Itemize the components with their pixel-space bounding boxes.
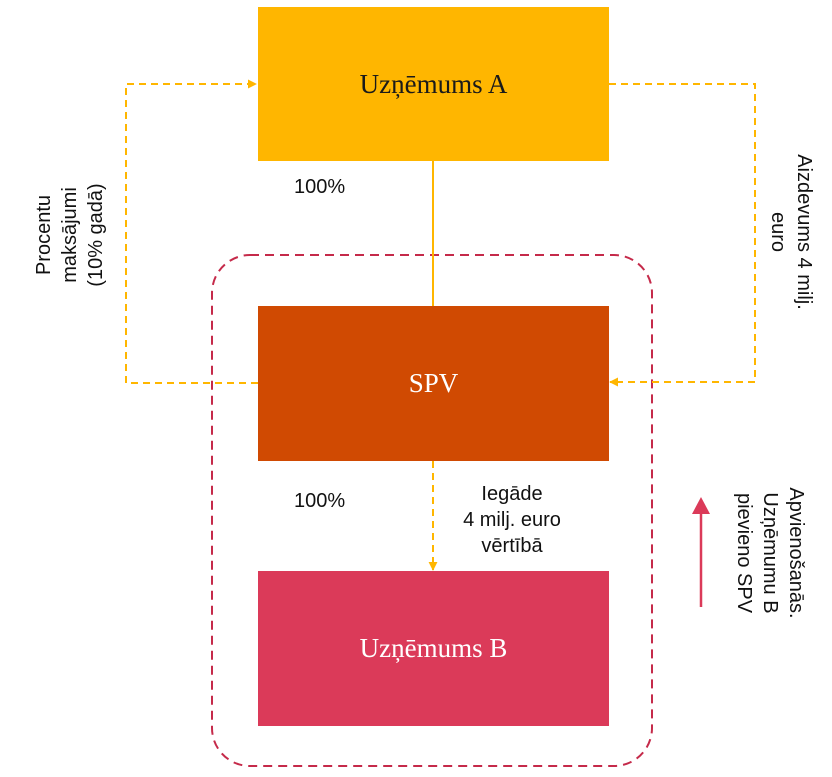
spv-box: SPV xyxy=(258,306,609,461)
interest-line-1: Procentu xyxy=(33,194,55,276)
acquisition-line-3: vērtībā xyxy=(481,535,543,557)
merger-line-2: Uzņēmumu B xyxy=(759,492,781,614)
interest-payment-arrow xyxy=(125,79,258,384)
spv-label: SPV xyxy=(408,368,459,398)
interest-label: Procentu maksājumi (10% gadā) xyxy=(31,160,109,310)
company-b-label: Uzņēmums B xyxy=(359,633,508,663)
ownership-top-label: 100% xyxy=(294,176,346,198)
loan-label: Aizdevums 4 milj. euro xyxy=(765,147,817,317)
merger-label: Apvienošanās. Uzņēmumu B pievieno SPV xyxy=(731,478,809,628)
interest-line-2: maksājumi xyxy=(59,187,81,283)
acquisition-label: Iegāde 4 milj. euro vērtībā xyxy=(452,481,572,559)
merger-line-3: pievieno SPV xyxy=(733,492,755,614)
ownership-bottom-label: 100% xyxy=(294,490,346,512)
loan-line-1: Aizdevums 4 milj. xyxy=(793,154,815,310)
loan-line-2: euro xyxy=(767,211,789,253)
company-a-box: Uzņēmums A xyxy=(258,7,609,161)
merger-line-1: Apvienošanās. xyxy=(785,487,807,619)
merger-arrow xyxy=(692,497,710,607)
interest-line-3: (10% gadā) xyxy=(85,183,107,287)
company-b-box: Uzņēmums B xyxy=(258,571,609,726)
loan-arrow xyxy=(609,83,756,387)
acquisition-line-2: 4 milj. euro xyxy=(463,509,561,531)
acquisition-line-1: Iegāde xyxy=(481,483,543,505)
company-a-label: Uzņēmums A xyxy=(359,68,508,99)
